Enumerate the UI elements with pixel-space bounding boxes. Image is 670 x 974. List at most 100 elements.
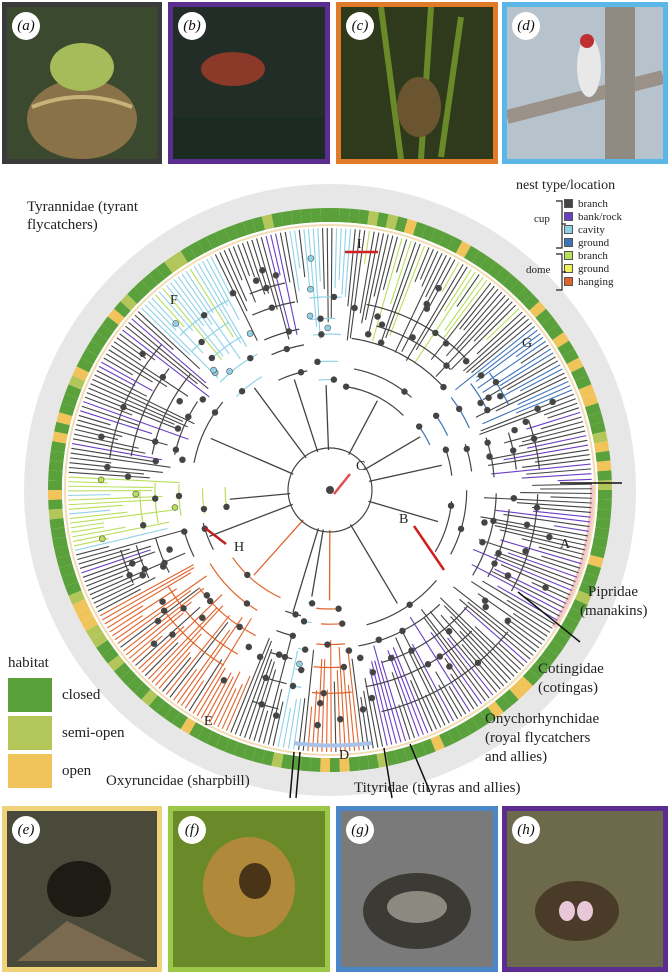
tree-node	[301, 646, 309, 653]
tip-branch	[506, 599, 553, 629]
photo-label-f: (f)	[178, 816, 206, 844]
tree-node	[457, 525, 465, 533]
tip-branch	[521, 538, 585, 556]
tip-branch	[244, 658, 273, 738]
habitat-ring-segment	[197, 236, 213, 254]
habitat-ring-segment	[584, 402, 602, 417]
tip-branch	[411, 643, 454, 722]
habitat-ring-segment	[464, 717, 480, 735]
tree-node	[491, 560, 498, 567]
habitat-ring-segment	[252, 216, 266, 233]
habitat-legend: habitat closed semi-open open	[8, 655, 124, 790]
habitat-ring-segment	[141, 273, 158, 291]
habitat-ring-segment	[49, 450, 65, 462]
tree-node	[211, 409, 219, 416]
tip-branch	[500, 553, 576, 583]
tip-branch	[364, 233, 385, 321]
tip-branch	[491, 521, 588, 542]
habitat-ring-segment	[412, 741, 427, 759]
tree-node	[307, 285, 314, 293]
habitat-ring-segment	[224, 738, 239, 755]
tip-branch	[298, 698, 306, 751]
tip-branch	[347, 684, 356, 751]
clade-label-G: G	[522, 336, 533, 351]
internal-branch	[120, 549, 134, 584]
root-arc	[287, 447, 373, 533]
internal-branch	[433, 412, 449, 436]
nest-legend-item: branch	[564, 249, 670, 262]
tip-branch	[68, 466, 145, 475]
tip-branch	[81, 405, 139, 426]
tree-node	[132, 490, 140, 498]
tree-node	[445, 627, 453, 635]
tree-node	[172, 446, 180, 453]
habitat-ring-segment	[52, 431, 68, 444]
habitat-ring-segment	[385, 214, 399, 230]
habitat-legend-title: habitat	[8, 655, 49, 671]
habitat-ring-segment	[56, 554, 73, 568]
tip-branch	[326, 228, 329, 323]
habitat-ring-segment	[472, 250, 488, 268]
label-tyrannidae: Tyrannidae (tyrant flycatchers)	[27, 199, 138, 233]
tree-node	[198, 338, 205, 346]
tip-branch	[532, 510, 591, 518]
tip-branch	[117, 590, 192, 644]
tree-node	[292, 611, 299, 618]
tip-branch	[497, 585, 558, 621]
tip-branch	[385, 243, 421, 339]
tip-branch	[476, 311, 523, 355]
label-oxyruncidae: Oxyruncidae (sharpbill)	[106, 773, 250, 789]
habitat-ring-segment	[156, 701, 173, 719]
tree-node	[272, 712, 280, 719]
tree-node	[289, 682, 297, 690]
habitat-ring-segment	[65, 384, 82, 399]
tip-branch	[68, 504, 123, 510]
habitat-ring-segment	[557, 340, 575, 356]
tip-branch	[409, 616, 471, 712]
habitat-ring-segment	[261, 750, 275, 766]
habitat-ring-segment	[224, 225, 239, 242]
tree-node	[546, 533, 553, 541]
tip-branch	[510, 621, 543, 645]
habitat-ring-segment	[394, 747, 408, 764]
tip-branch	[72, 443, 163, 461]
leader-cotingidae	[517, 591, 581, 643]
habitat-ring-segment	[339, 757, 350, 772]
tree-node	[199, 614, 206, 622]
habitat-swatch	[8, 678, 52, 712]
tree-node	[152, 495, 159, 502]
tip-branch	[415, 266, 468, 351]
tree-node	[281, 653, 289, 661]
tip-branch	[289, 230, 300, 292]
tip-branch	[125, 601, 192, 656]
habitat-ring-segment	[502, 689, 519, 707]
tree-node	[436, 653, 444, 660]
tip-branch	[543, 402, 578, 416]
tip-branch	[275, 233, 298, 335]
tree-node	[345, 647, 353, 654]
habitat-ring-segment	[290, 209, 302, 225]
label-onychorhynchidae-sub: (royal flycatchers	[485, 730, 591, 746]
tree-node	[175, 492, 183, 500]
tip-branch	[447, 637, 494, 696]
tree-node	[387, 654, 395, 662]
tree-node	[462, 357, 470, 365]
photo-a-image	[7, 7, 157, 159]
internal-branch	[168, 586, 239, 655]
habitat-ring-segment	[535, 308, 553, 326]
habitat-ring-segment	[595, 518, 611, 530]
tip-branch	[520, 344, 549, 364]
tip-branch	[219, 252, 248, 312]
tip-branch	[125, 325, 198, 385]
tip-branch	[131, 635, 163, 663]
tree-node	[210, 366, 217, 374]
tree-node	[159, 373, 167, 381]
habitat-ring-segment	[535, 654, 553, 672]
tip-branch	[445, 291, 503, 357]
tip-branch	[68, 485, 154, 489]
stem-branch	[253, 387, 307, 459]
tree-node	[199, 396, 207, 403]
tip-branch	[77, 529, 183, 561]
tip-branch	[516, 502, 592, 509]
stem-branch	[368, 500, 439, 523]
